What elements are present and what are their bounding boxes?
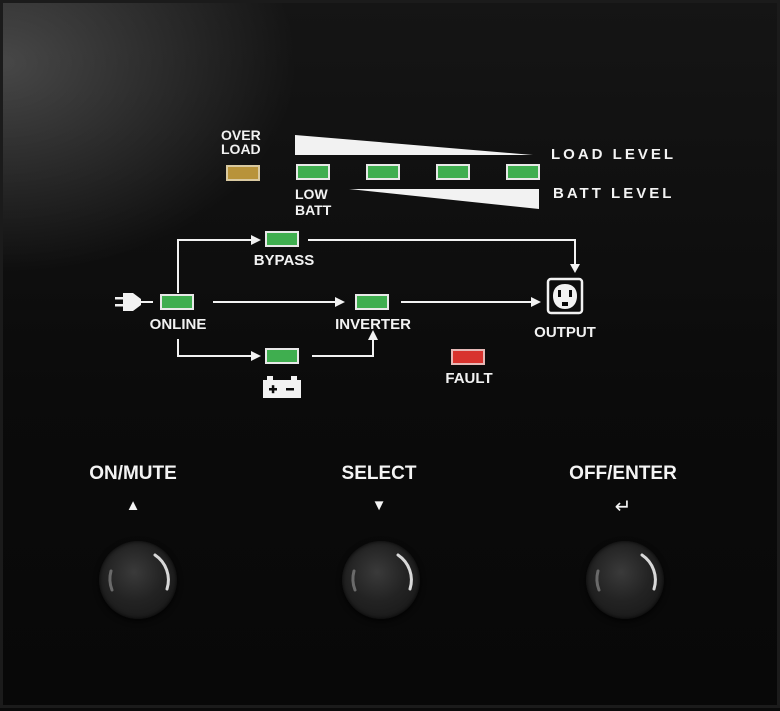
batt-level-label: BATT LEVEL [553, 185, 675, 202]
line-online-to-bypass [177, 239, 251, 293]
on-mute-label: ON/MUTE [89, 463, 177, 484]
arrowhead-bypass-in [251, 235, 261, 245]
knob-highlight-icon [108, 553, 170, 592]
load-level-label: LOAD LEVEL [551, 146, 677, 163]
knob-highlight-icon [595, 553, 657, 592]
bypass-led [265, 231, 299, 247]
line-bypass-to-output [308, 239, 576, 265]
on-mute-button[interactable] [99, 541, 177, 619]
low-batt-label-line2: BATT [295, 202, 332, 218]
battery-led [265, 348, 299, 364]
arrowhead-output-in [531, 297, 541, 307]
level-led-3 [436, 164, 470, 180]
fault-led [451, 349, 485, 365]
arrowhead-battery-in [251, 351, 261, 361]
enter-arrow-icon: ↵ [614, 496, 632, 518]
ac-plug-icon [115, 293, 153, 311]
output-label: OUTPUT [534, 324, 596, 341]
low-batt-label-line1: LOW [295, 186, 328, 202]
bypass-label: BYPASS [253, 252, 315, 269]
level-led-2 [366, 164, 400, 180]
overload-label-line1: OVER [221, 127, 261, 143]
level-led-4 [506, 164, 540, 180]
level-led-1 [296, 164, 330, 180]
inverter-led [355, 294, 389, 310]
arrowhead-inverter-in [335, 297, 345, 307]
load-level-wedge [295, 135, 533, 155]
fault-label: FAULT [445, 370, 493, 387]
inverter-label: INVERTER [335, 316, 411, 333]
online-label: ONLINE [149, 316, 207, 333]
down-arrow-icon: ▼ [371, 497, 387, 514]
online-led [160, 294, 194, 310]
select-button[interactable] [342, 541, 420, 619]
up-arrow-icon: ▲ [125, 497, 141, 514]
line-online-to-battery [177, 339, 251, 357]
select-label: SELECT [341, 463, 417, 484]
battery-icon [263, 376, 301, 398]
arrowhead-inverter-up [368, 330, 378, 340]
output-outlet-icon [546, 277, 584, 315]
batt-level-wedge [349, 189, 539, 209]
knob-highlight-icon [351, 553, 413, 592]
line-battery-to-inverter [312, 339, 374, 357]
overload-label-line2: LOAD [221, 141, 261, 157]
arrowhead-output-top [570, 264, 580, 273]
flow-diagram [115, 135, 584, 398]
off-enter-button[interactable] [586, 541, 664, 619]
overload-led [226, 165, 260, 181]
off-enter-label: OFF/ENTER [569, 463, 677, 484]
